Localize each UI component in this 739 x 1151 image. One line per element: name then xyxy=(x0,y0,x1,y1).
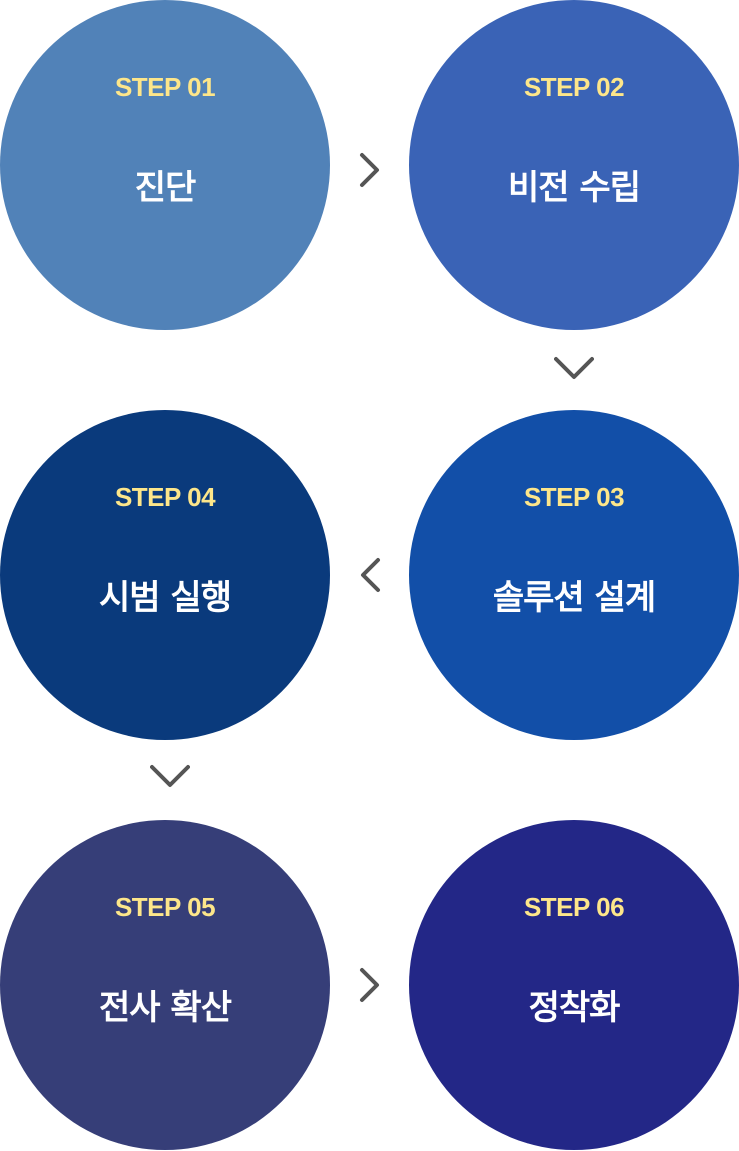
step-03-label: STEP 03 xyxy=(523,482,625,512)
chevron-right-icon xyxy=(350,965,390,1005)
step-06-label: STEP 06 xyxy=(523,892,625,922)
step-01-title: 진단 xyxy=(134,168,197,208)
step-02-title: 비전 수립 xyxy=(508,168,641,208)
step-02-circle: STEP 02 비전 수립 xyxy=(409,0,739,330)
step-01-circle: STEP 01 진단 xyxy=(0,0,330,330)
step-02-label: STEP 02 xyxy=(523,72,625,102)
step-04-circle: STEP 04 시범 실행 xyxy=(0,410,330,740)
chevron-down-icon xyxy=(554,349,594,389)
chevron-down-icon xyxy=(150,757,190,797)
step-06-circle: STEP 06 정착화 xyxy=(409,820,739,1150)
chevron-right-icon xyxy=(350,150,390,190)
chevron-left-icon xyxy=(350,555,390,595)
step-03-circle: STEP 03 솔루션 설계 xyxy=(409,410,739,740)
step-01-label: STEP 01 xyxy=(114,72,216,102)
step-05-label: STEP 05 xyxy=(114,892,216,922)
step-03-title: 솔루션 설계 xyxy=(492,578,656,618)
step-05-circle: STEP 05 전사 확산 xyxy=(0,820,330,1150)
step-06-title: 정착화 xyxy=(528,988,621,1028)
step-04-title: 시범 실행 xyxy=(99,578,232,618)
step-04-label: STEP 04 xyxy=(114,482,216,512)
step-05-title: 전사 확산 xyxy=(99,988,232,1028)
